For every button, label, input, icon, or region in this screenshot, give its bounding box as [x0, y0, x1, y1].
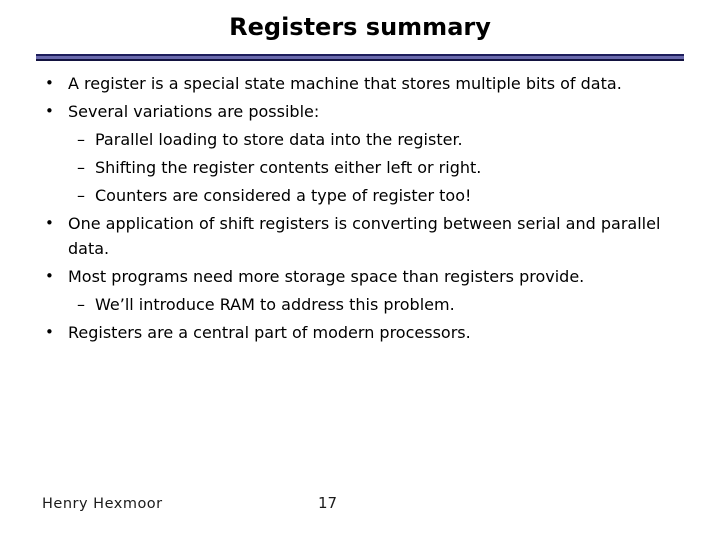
bullet-marker: • [45, 267, 54, 285]
dash-marker: – [77, 186, 85, 205]
bullet-text: Several variations are possible: [68, 102, 320, 121]
bullet-text: A register is a special state machine th… [68, 74, 622, 93]
bullet-marker: • [45, 74, 54, 92]
bullet-text: Registers are a central part of modern p… [68, 323, 471, 342]
sub-bullet-item: –We’ll introduce RAM to address this pro… [44, 292, 666, 317]
dash-marker: – [77, 158, 85, 177]
sub-bullet-item: –Shifting the register contents either l… [44, 155, 666, 180]
bullet-list: • A register is a special state machine t… [44, 71, 666, 345]
footer-page-number: 17 [318, 494, 338, 512]
sub-bullet-item: –Counters are considered a type of regis… [44, 183, 666, 208]
bullet-item: • Several variations are possible: [44, 99, 666, 124]
sub-bullet-item: –Parallel loading to store data into the… [44, 127, 666, 152]
bullet-text: Parallel loading to store data into the … [95, 130, 463, 149]
bullet-item: • Most programs need more storage space t… [44, 264, 666, 289]
bullet-marker: • [45, 323, 54, 341]
bullet-text: Counters are considered a type of regist… [95, 186, 472, 205]
bullet-item: • One application of shift registers is c… [44, 211, 666, 261]
title-underline-rule [36, 54, 684, 61]
bullet-item: • A register is a special state machine t… [44, 71, 666, 96]
bullet-text: One application of shift registers is co… [68, 214, 661, 258]
dash-marker: – [77, 130, 85, 149]
dash-marker: – [77, 295, 85, 314]
bullet-marker: • [45, 102, 54, 120]
bullet-text: We’ll introduce RAM to address this prob… [95, 295, 455, 314]
bullet-marker: • [45, 214, 54, 232]
bullet-text: Shifting the register contents either le… [95, 158, 482, 177]
bullet-item: • Registers are a central part of modern … [44, 320, 666, 345]
footer-author: Henry Hexmoor [42, 496, 163, 512]
slide-title: Registers summary [229, 13, 491, 41]
bullet-text: Most programs need more storage space th… [68, 267, 585, 286]
